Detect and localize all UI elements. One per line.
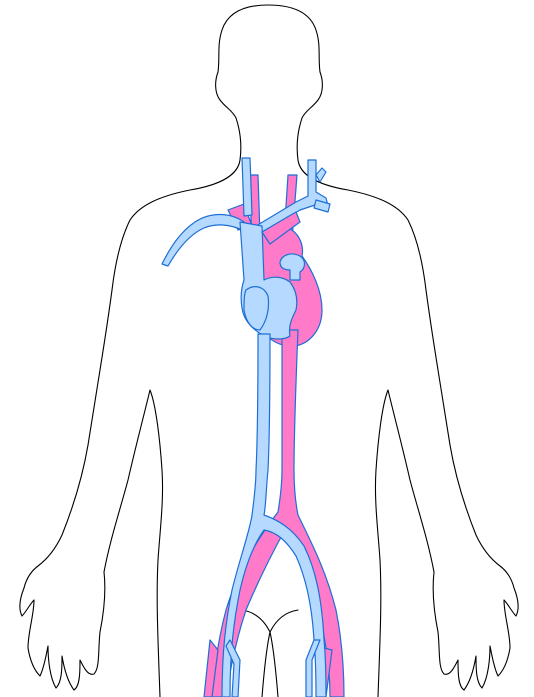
left-jugular-vein (242, 158, 252, 216)
left-subclavian-vein (162, 215, 246, 267)
venous-system (162, 158, 330, 697)
right-subclavian-vein (314, 200, 330, 212)
inferior-vena-cava (222, 334, 326, 697)
inner-leg-left (262, 632, 270, 697)
right-jugular-branch (316, 168, 326, 182)
body-outline-right (268, 5, 518, 697)
groin-outline (242, 610, 298, 632)
inner-leg-right (270, 632, 278, 697)
